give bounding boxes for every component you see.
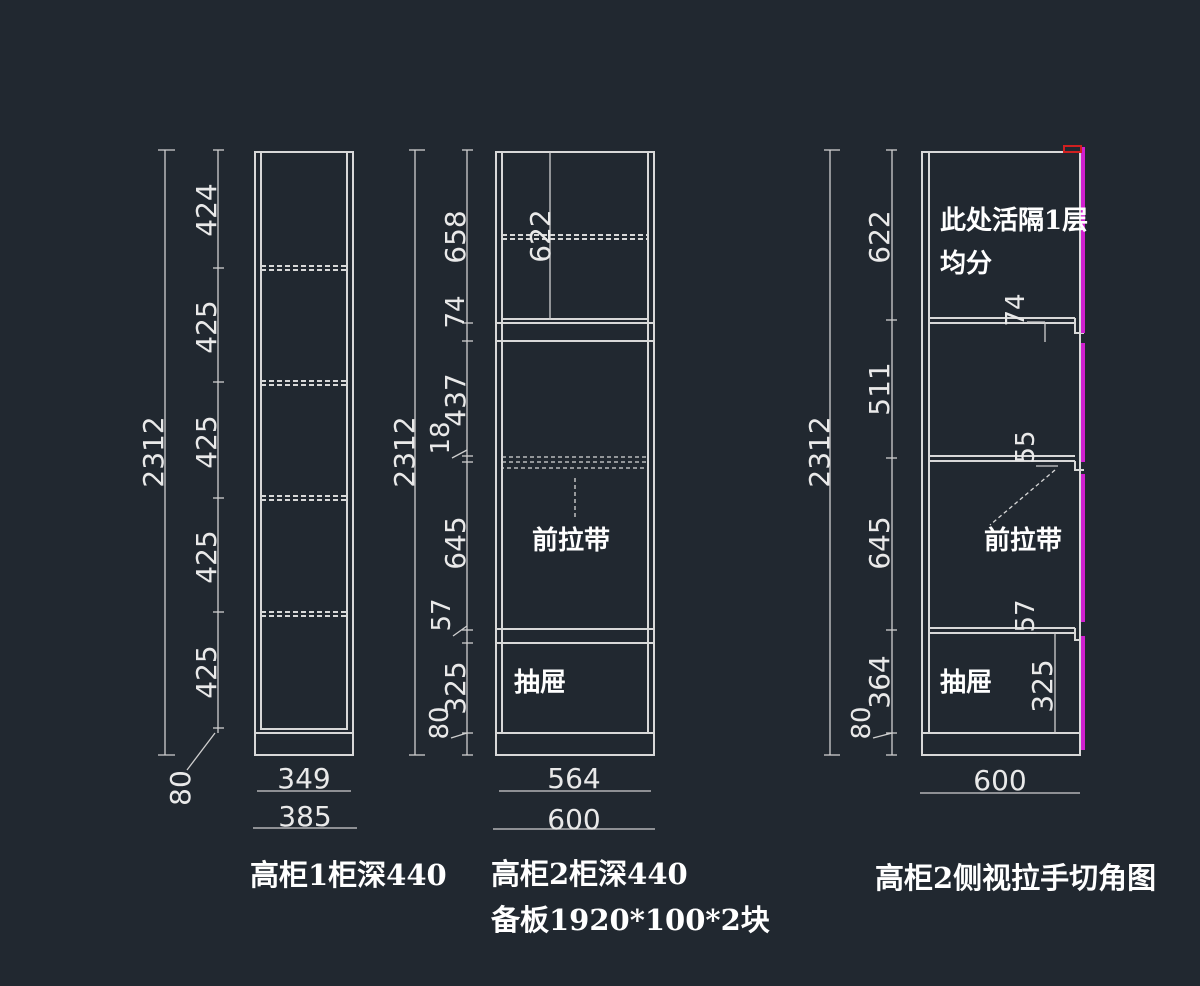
cab3-note-line-1: 此处活隔1层	[940, 206, 1088, 236]
cab2-drawer-dim: 325	[439, 661, 472, 714]
cab3-lower-dim: 645	[863, 516, 896, 569]
cab3-rail1-dim: 74	[1001, 293, 1031, 326]
cab2-shelf-dim: 18	[426, 421, 456, 454]
cab1-section-3-dim: 425	[190, 415, 223, 468]
cabinet-2: 2312 658 74 437 18 645 57 325 80	[388, 149, 770, 937]
cab1-section-1-dim: 424	[190, 183, 223, 236]
cab3-note-line-2: 均分	[940, 249, 992, 279]
cab2-base-dim: 80	[425, 706, 455, 739]
cab2-middle-dim: 437	[439, 373, 472, 426]
cab3-rail2-dim: 57	[1011, 599, 1041, 632]
cab1-section-5-dim: 425	[190, 645, 223, 698]
cab2-rail2-dim: 57	[427, 598, 457, 631]
cab2-outer-width-dim: 600	[547, 803, 600, 836]
cab2-strap-label: 前拉带	[532, 525, 610, 556]
cab1-outer-width-dim: 385	[278, 800, 331, 833]
cab3-base-dim: 80	[847, 706, 877, 739]
cab1-section-2-dim: 425	[190, 300, 223, 353]
cab1-caption: 高柜1柜深440	[250, 858, 447, 892]
cab3-total-dim: 2312	[803, 416, 836, 487]
cab3-caption: 高柜2侧视拉手切角图	[875, 861, 1156, 895]
cab3-rail-mid-dim: 55	[1011, 430, 1041, 463]
cab3-drawer-label: 抽屉	[940, 668, 992, 698]
cabinet-3: 2312 622 511 645 364 80 74	[803, 145, 1156, 895]
cab3-width-dim: 600	[973, 764, 1026, 797]
cab3-top-dim: 622	[863, 210, 896, 263]
cab2-inner-top-dim: 622	[524, 209, 557, 262]
cab1-inner-width-dim: 349	[277, 762, 330, 795]
cab2-rail1-dim: 74	[441, 295, 471, 328]
cab2-inner-width-dim: 564	[547, 762, 600, 795]
cab2-drawer-label: 抽屉	[514, 668, 566, 698]
cab3-strap-label: 前拉带	[984, 525, 1062, 556]
cab2-caption-1: 高柜2柜深440	[491, 857, 688, 891]
cab1-total-dim: 2312	[137, 416, 170, 487]
cab2-top-dim: 658	[439, 210, 472, 263]
cab1-section-4-dim: 425	[190, 530, 223, 583]
cab1-base-dim: 80	[164, 770, 197, 806]
cab2-total-dim: 2312	[388, 416, 421, 487]
cab1-shelves	[261, 265, 347, 617]
cabinet-1: 2312 424 425 425 425 425 80 3	[137, 149, 447, 892]
cab3-drawer-zone-dim: 364	[863, 655, 896, 708]
cab2-caption-2: 备板1920*100*2块	[490, 903, 770, 937]
corner-marker	[1063, 145, 1082, 153]
cab3-drawer-dim: 325	[1026, 659, 1059, 712]
cab2-lower-dim: 645	[439, 516, 472, 569]
cab3-middle-dim: 511	[863, 362, 896, 415]
